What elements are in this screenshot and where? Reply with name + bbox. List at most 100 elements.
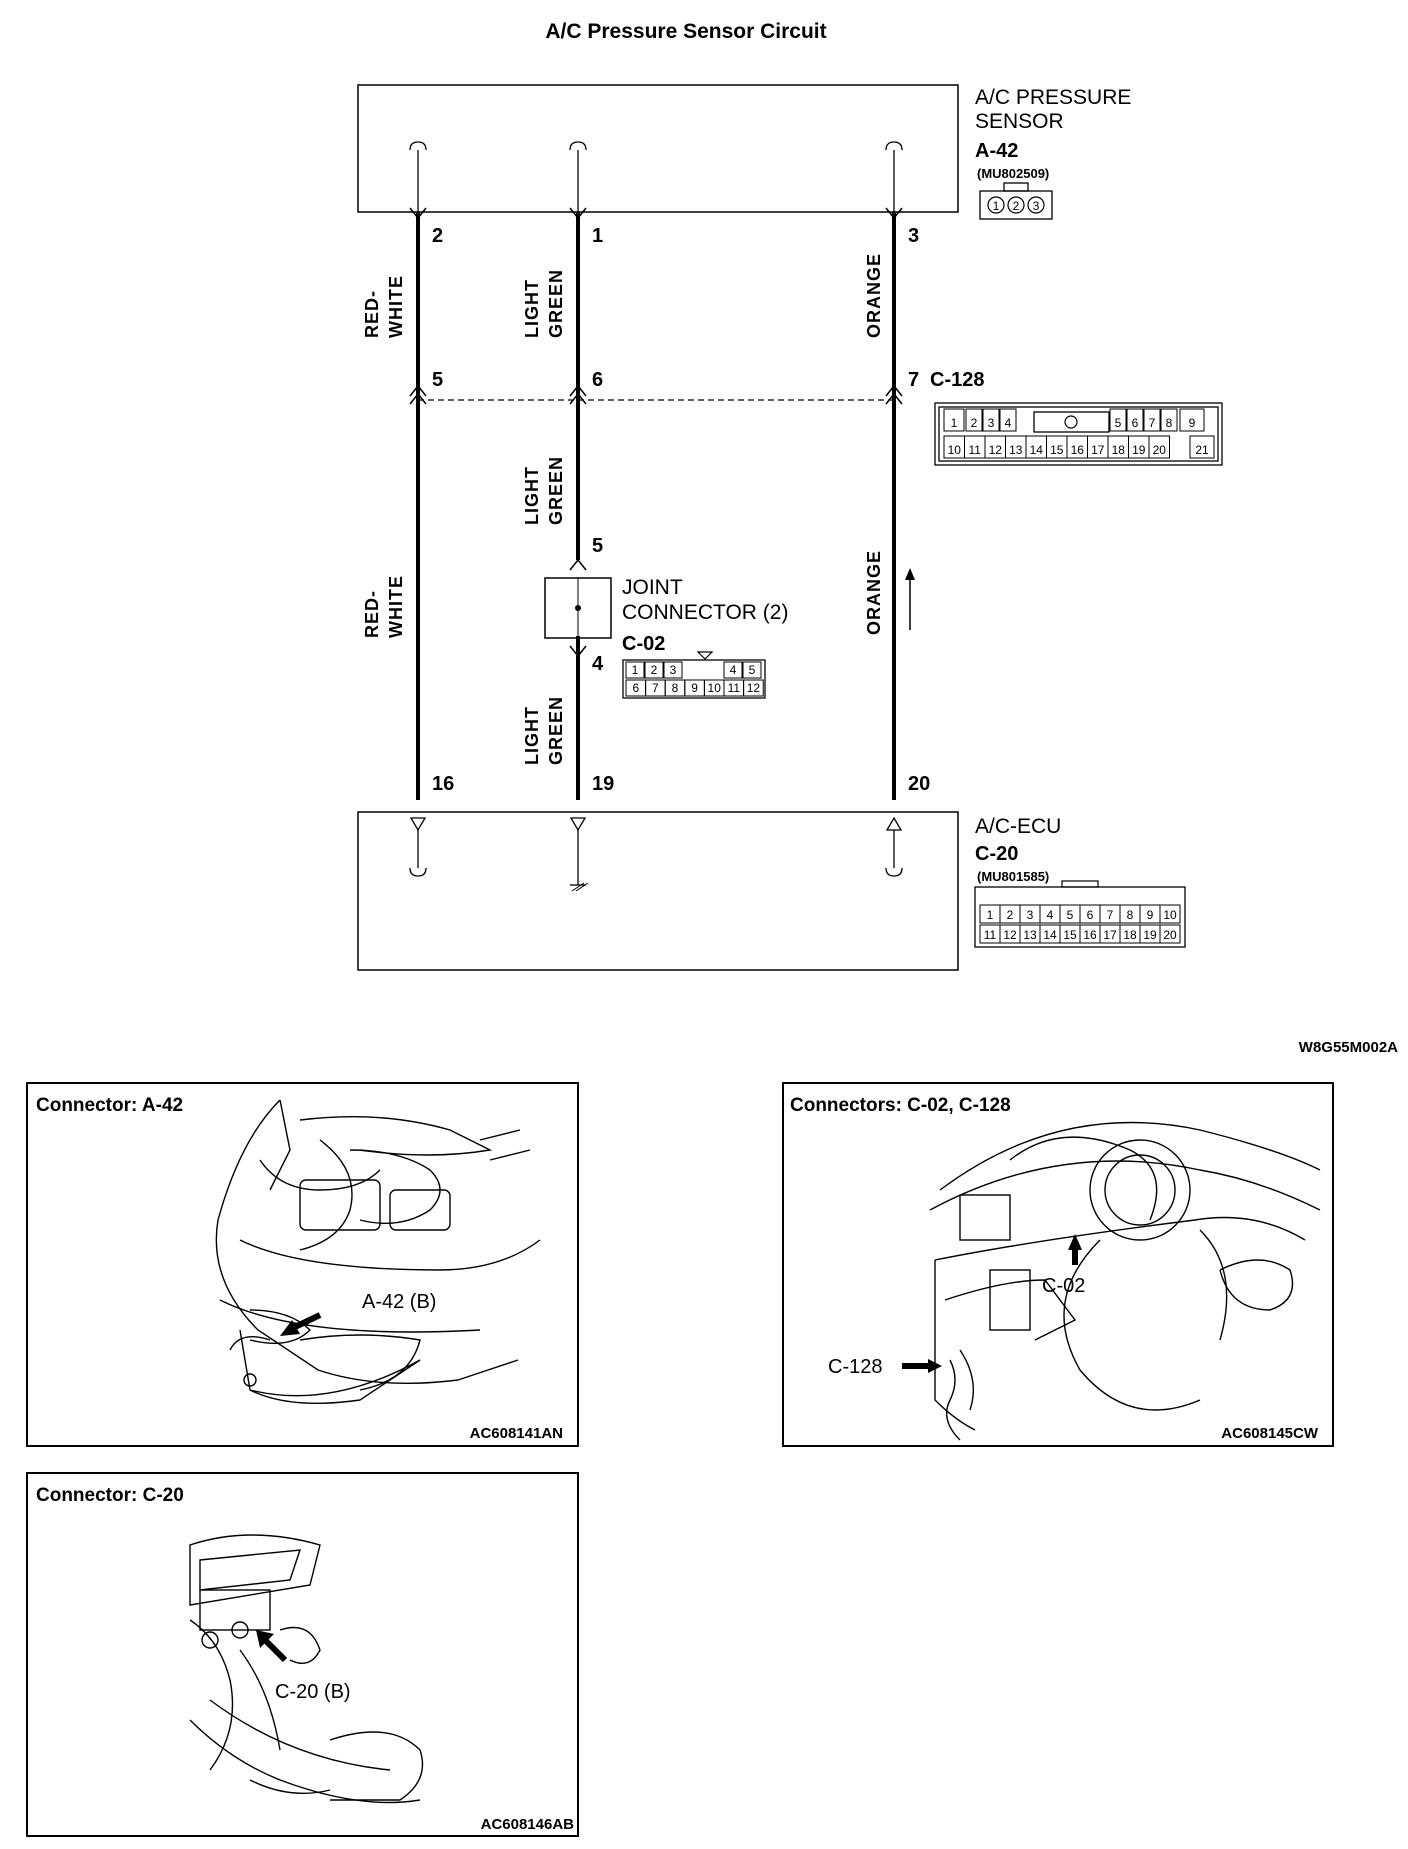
joint-pin-label: 1 bbox=[632, 663, 639, 677]
c128-pin-label: 11 bbox=[969, 443, 982, 457]
joint-connector-id: C-02 bbox=[622, 633, 665, 655]
sensor-connector-id: A-42 bbox=[975, 140, 1018, 162]
ecu-pin-cell bbox=[1159, 904, 1181, 924]
ecu-pin-label: 18 bbox=[1123, 928, 1137, 942]
c128-pin-label: 10 bbox=[948, 443, 962, 457]
pin-sensor-center: 1 bbox=[592, 225, 603, 247]
c128-pin-label: 5 bbox=[1115, 416, 1122, 430]
joint-pin-label: 9 bbox=[691, 681, 698, 695]
sensor-part-number: (MU802509) bbox=[977, 166, 1049, 181]
c128-pin-cell bbox=[1126, 408, 1144, 432]
engine-bay-illustration bbox=[215, 1099, 541, 1405]
c128-pin-label: 8 bbox=[1166, 416, 1173, 430]
console-illustration bbox=[189, 1534, 424, 1804]
ecu-name: A/C-ECU bbox=[975, 815, 1061, 838]
pin-c128-left: 5 bbox=[432, 369, 443, 391]
joint-pin-label: 2 bbox=[651, 663, 658, 677]
ecu-pin-label: 3 bbox=[1027, 908, 1034, 922]
c128-pin-cell bbox=[982, 408, 1000, 432]
panel-c02-c128: Connectors: C-02, C-128 C-02 C-128 AC608… bbox=[782, 1082, 1334, 1447]
panel-c20: Connector: C-20 C-20 (B) AC608146AB bbox=[26, 1472, 579, 1837]
ecu-pin-label: 20 bbox=[1163, 928, 1177, 942]
ecu-pin-label: 14 bbox=[1043, 928, 1057, 942]
panel-a42-code: AC608141AN bbox=[470, 1425, 563, 1442]
left-bottom-color-1: RED- bbox=[362, 590, 382, 638]
ecu-box bbox=[357, 811, 959, 971]
ecu-pin-label: 15 bbox=[1063, 928, 1077, 942]
joint-pin-label: 5 bbox=[749, 663, 756, 677]
pin-sensor-right: 3 bbox=[908, 225, 919, 247]
panel-a42-caption: Connector: A-42 bbox=[36, 1095, 183, 1116]
joint-name-line1: JOINT bbox=[622, 576, 683, 599]
c128-pin-cell bbox=[1189, 435, 1215, 459]
ecu-pin-label: 17 bbox=[1103, 928, 1117, 942]
left-bottom-color-2: WHITE bbox=[386, 575, 406, 638]
c128-pin-cell bbox=[1160, 408, 1178, 432]
joint-pin-label: 6 bbox=[632, 681, 639, 695]
joint-pin-cell bbox=[625, 661, 645, 679]
left-top-color-2: WHITE bbox=[386, 275, 406, 338]
center-mid-color-2: GREEN bbox=[546, 456, 566, 525]
c128-pin-label: 14 bbox=[1030, 443, 1044, 457]
ecu-part-number: (MU801585) bbox=[977, 869, 1049, 884]
ecu-pin-label: 12 bbox=[1003, 928, 1017, 942]
pin-joint-in: 5 bbox=[592, 535, 603, 557]
c128-pin-label: 21 bbox=[1195, 443, 1209, 457]
pin-c128-right: 7 bbox=[908, 369, 919, 391]
panel-c02-callout-c128: C-128 bbox=[828, 1356, 882, 1378]
c128-pin-cell bbox=[1148, 435, 1170, 459]
joint-pin-cell bbox=[644, 661, 664, 679]
sensor-name-line2: SENSOR bbox=[975, 110, 1064, 133]
panel-c02-caption: Connectors: C-02, C-128 bbox=[790, 1095, 1011, 1116]
c128-pin-label: 9 bbox=[1189, 416, 1196, 430]
diagram-code: W8G55M002A bbox=[1299, 1039, 1398, 1056]
c128-pin-label: 4 bbox=[1005, 416, 1012, 430]
ecu-pin-label: 7 bbox=[1107, 908, 1114, 922]
left-top-color-1: RED- bbox=[362, 290, 382, 338]
panel-a42-callout: A-42 (B) bbox=[362, 1291, 436, 1313]
pin-ecu-right: 20 bbox=[908, 773, 930, 795]
c128-pin-cell bbox=[999, 408, 1017, 432]
c128-pin-cell bbox=[1109, 408, 1127, 432]
panel-c02-callout-c02: C-02 bbox=[1042, 1275, 1085, 1297]
joint-pin-cell bbox=[723, 661, 743, 679]
c128-pin-label: 3 bbox=[988, 416, 995, 430]
ecu-pin-label: 2 bbox=[1007, 908, 1014, 922]
c128-pin-cell bbox=[965, 408, 983, 432]
c128-pin-cell bbox=[943, 408, 965, 432]
pin-joint-out: 4 bbox=[592, 653, 604, 675]
c128-pin-label: 2 bbox=[971, 416, 978, 430]
c128-pin-label: 20 bbox=[1153, 443, 1167, 457]
c128-pin-label: 15 bbox=[1050, 443, 1064, 457]
pin-ecu-center: 19 bbox=[592, 773, 614, 795]
joint-pin-label: 12 bbox=[747, 681, 761, 695]
c128-pin-label: 6 bbox=[1132, 416, 1139, 430]
diagram-title: A/C Pressure Sensor Circuit bbox=[545, 20, 826, 43]
joint-pin-cell bbox=[663, 661, 683, 679]
right-top-color: ORANGE bbox=[864, 253, 884, 338]
joint-pin-label: 3 bbox=[670, 663, 677, 677]
joint-name-line2: CONNECTOR (2) bbox=[622, 601, 788, 624]
center-bottom-color-1: LIGHT bbox=[522, 706, 542, 765]
sensor-pin-1: 1 bbox=[993, 199, 1000, 213]
wire-labels: RED- WHITE RED- WHITE LIGHT GREEN LIGHT … bbox=[362, 253, 884, 765]
sensor-box bbox=[357, 84, 959, 213]
wire-center-light-green bbox=[569, 207, 587, 800]
center-top-color-1: LIGHT bbox=[522, 279, 542, 338]
pin-sensor-left: 2 bbox=[432, 225, 443, 247]
ecu-pin-label: 13 bbox=[1023, 928, 1037, 942]
panel-a42: Connector: A-42 A-42 (B) AC608141AN bbox=[26, 1082, 579, 1447]
ecu-pin-cell bbox=[1159, 924, 1181, 944]
ecu-pin-label: 16 bbox=[1083, 928, 1097, 942]
c128-pin-label: 16 bbox=[1071, 443, 1085, 457]
c128-pin-label: 18 bbox=[1112, 443, 1126, 457]
ecu-pin-label: 5 bbox=[1067, 908, 1074, 922]
c128-pin-cell bbox=[1143, 408, 1161, 432]
